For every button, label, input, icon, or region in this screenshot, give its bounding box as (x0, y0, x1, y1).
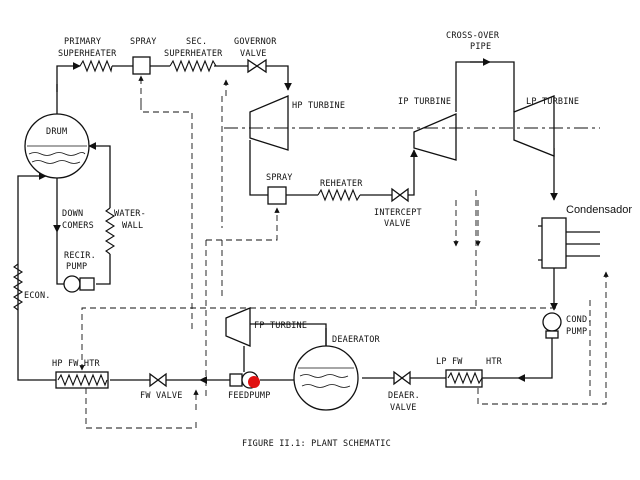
cond-pump (517, 312, 562, 382)
deaer-valve (362, 370, 411, 386)
ip-turbine (413, 113, 457, 161)
econ-label: ECON. (24, 291, 51, 301)
spray-box-reheat (267, 186, 287, 205)
hp-turbine-label: HP TURBINE (292, 101, 345, 111)
crossover-pipe-label-2: PIPE (470, 42, 491, 52)
spray-box-top (132, 56, 151, 75)
lp-fw-heater (410, 369, 518, 388)
recir-pump-label-2: PUMP (66, 262, 87, 272)
ip-turbine-label: IP TURBINE (398, 97, 451, 107)
sec-superheater-label-2: SUPERHEATER (164, 49, 223, 59)
drum-label: DRUM (46, 127, 67, 137)
intercept-valve (391, 187, 409, 203)
waterwall-label-1: WATER- (114, 209, 146, 219)
primary-superheater-label-1: PRIMARY (64, 37, 101, 47)
feedpump-marker (248, 376, 260, 388)
condenser (538, 217, 600, 311)
fp-turbine-label: FP TURBINE (254, 321, 307, 331)
lp-fw-label: LP FW (436, 357, 463, 367)
deaer-valve-label-2: VALVE (390, 403, 417, 413)
hp-fw-htr-label: HP FW HTR (52, 359, 101, 369)
control-signal-lines (79, 75, 609, 429)
intercept-valve-label-1: INTERCEPT (374, 208, 422, 218)
condensador-label: Condensador (566, 204, 632, 216)
hp-fw-heater (17, 240, 109, 389)
primary-superheater-label-2: SUPERHEATER (58, 49, 117, 59)
labels: PRIMARY SUPERHEATER SPRAY SEC. SUPERHEAT… (24, 31, 632, 449)
feedpump-label: FEEDPUMP (228, 391, 271, 401)
feedpump (199, 371, 294, 389)
lp-turbine-label: LP TURBINE (526, 97, 579, 107)
deaer-valve-label-1: DEAER. (388, 391, 420, 401)
main-steam-piping (56, 58, 558, 201)
cond-pump-label-1: COND. (566, 315, 593, 325)
primary-superheater (79, 59, 113, 73)
fw-valve-label: FW VALVE (140, 391, 183, 401)
sec-superheater-label-1: SEC. (186, 37, 207, 47)
economizer (12, 172, 47, 311)
spray-reheat-label: SPRAY (266, 173, 293, 183)
reheater-label: REHEATER (320, 179, 363, 189)
governor-valve-label-1: GOVERNOR (234, 37, 277, 47)
downcomer-waterwall-loop (53, 142, 116, 285)
spray-top-label: SPRAY (130, 37, 157, 47)
deaerator-label: DEAERATOR (332, 335, 381, 345)
fp-turbine (225, 307, 327, 372)
downcomers-label-1: DOWN (62, 209, 83, 219)
lp-turbine (513, 95, 555, 157)
recir-pump-label-1: RECIR. (64, 251, 96, 261)
secondary-superheater (169, 59, 217, 73)
governor-valve-label-2: VALVE (240, 49, 267, 59)
fw-valve (110, 372, 200, 388)
drum (24, 113, 90, 179)
downcomers-label-2: COMERS (62, 221, 94, 231)
crossover-pipe-label-1: CROSS-OVER (446, 31, 500, 41)
reheater (317, 188, 361, 202)
governor-valve (247, 58, 267, 74)
hp-turbine (249, 95, 289, 151)
recir-pump (63, 275, 95, 293)
waterwall-label-2: WALL (122, 221, 143, 231)
lp-htr-label: HTR (486, 357, 503, 367)
cond-pump-label-2: PUMP (566, 327, 587, 337)
figure-caption: FIGURE II.1: PLANT SCHEMATIC (242, 439, 391, 449)
intercept-valve-label-2: VALVE (384, 219, 411, 229)
